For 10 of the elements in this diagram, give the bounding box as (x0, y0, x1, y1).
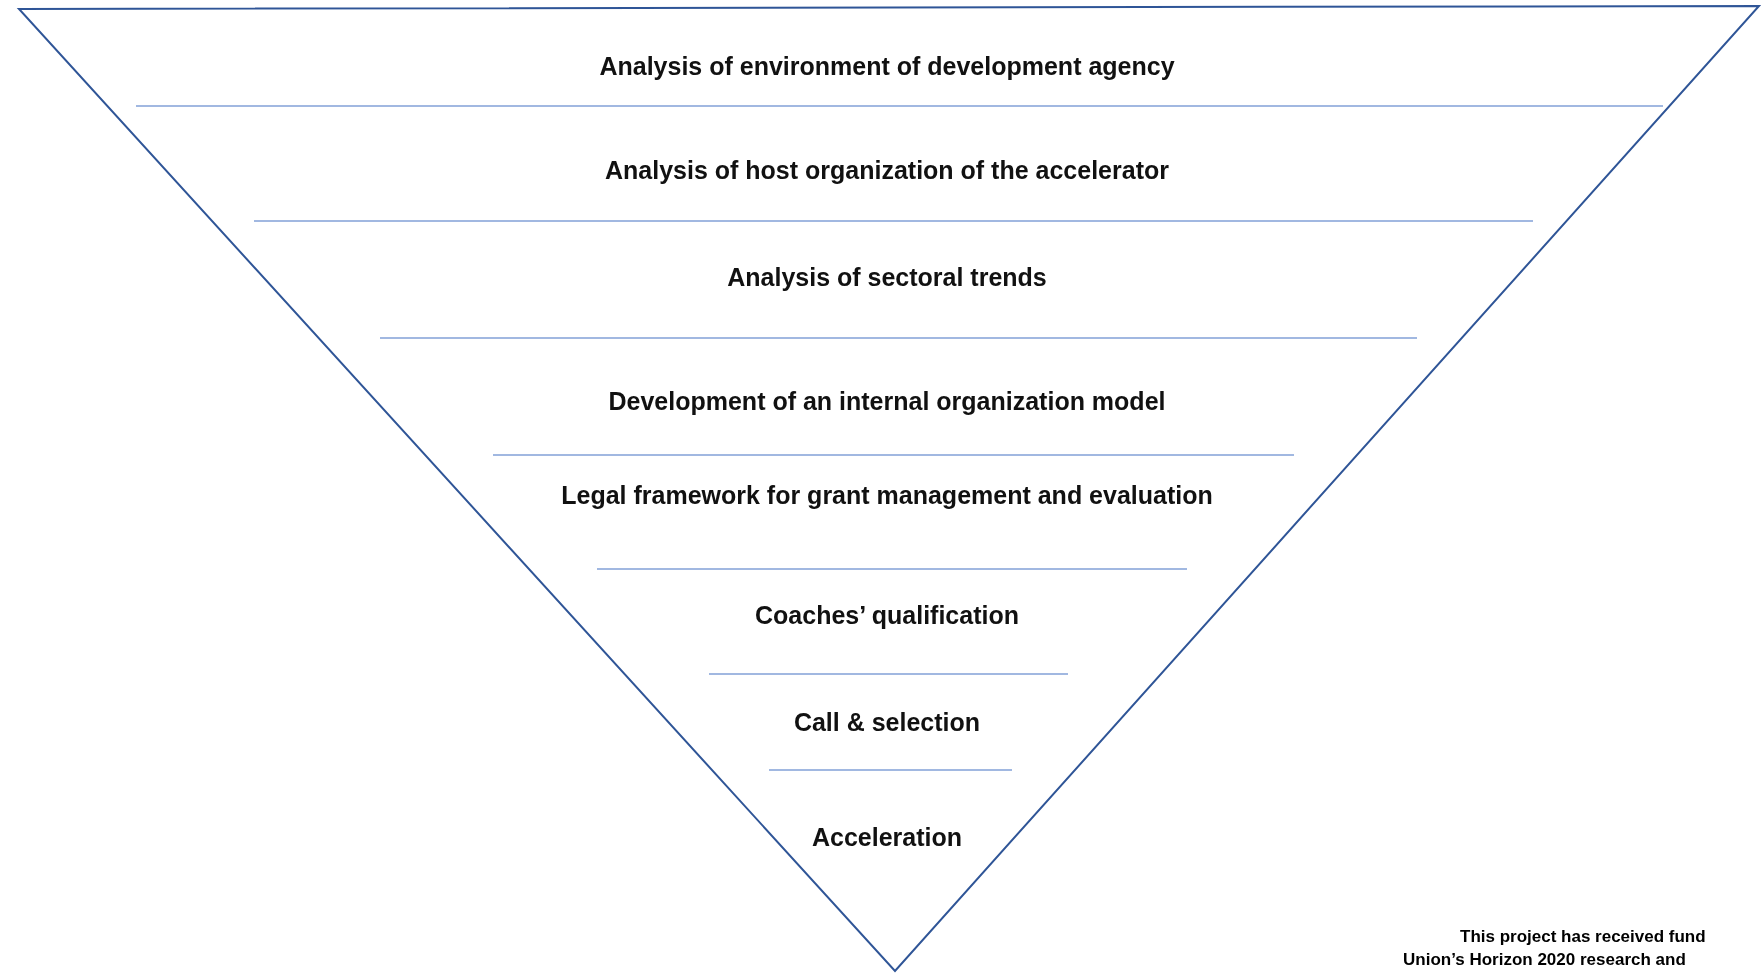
level-label: Call & selection (793, 707, 981, 737)
level-label: Analysis of host organization of the accelerator (605, 155, 1169, 185)
level-label: Legal framework for grant management and evaluation (561, 480, 1213, 510)
level-label: Analysis of sectoral trends (727, 262, 1047, 292)
level-label: Coaches’ qualification (755, 600, 1019, 630)
funding-note: This project has received fund (1460, 928, 1706, 945)
level-label: Development of an internal organization model (608, 386, 1166, 416)
funding-note: Union’s Horizon 2020 research and (1403, 951, 1686, 968)
level-label: Analysis of environment of development agency (599, 51, 1175, 81)
level-label: Acceleration (811, 822, 963, 852)
